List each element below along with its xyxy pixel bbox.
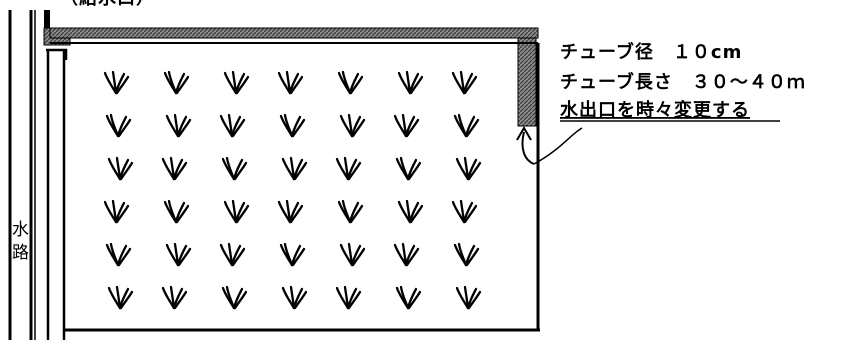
outlet-arrowhead — [516, 126, 532, 141]
callout-leader — [533, 127, 583, 165]
rice-plant — [337, 199, 364, 224]
inlet-label: （給水口） — [60, 0, 155, 9]
rice-plant — [219, 242, 246, 267]
rice-plant — [221, 285, 248, 310]
rice-plant — [165, 113, 192, 138]
rice-plant — [103, 70, 130, 95]
rice-plant — [455, 285, 482, 310]
rice-plant — [335, 156, 362, 181]
rice-plant — [107, 285, 134, 310]
outlet-change-label: 水出口を時々変更する — [560, 99, 750, 121]
rice-plant — [105, 242, 132, 267]
rice-plant — [397, 70, 424, 95]
tube-length-label: チューブ長さ ３０～４０ｍ — [560, 71, 806, 93]
rice-plant — [451, 70, 478, 95]
tube-top — [49, 27, 539, 39]
rice-plant — [161, 285, 188, 310]
tube-right — [517, 37, 537, 127]
rice-plant — [453, 242, 480, 267]
rice-plant — [453, 113, 480, 138]
rice-plant — [281, 156, 308, 181]
rice-plant — [277, 199, 304, 224]
rice-plant — [163, 70, 190, 95]
rice-plant — [339, 242, 366, 267]
rice-plant — [395, 285, 422, 310]
rice-plant — [335, 285, 362, 310]
rice-plant — [277, 70, 304, 95]
rice-plant — [279, 242, 306, 267]
rice-plant — [393, 113, 420, 138]
rice-plant — [455, 156, 482, 181]
rice-plant — [451, 199, 478, 224]
rice-plant — [281, 285, 308, 310]
channel-label-char-2: 路 — [12, 243, 29, 263]
tube-corner — [43, 27, 71, 46]
rice-plant — [165, 242, 192, 267]
rice-plant — [339, 113, 366, 138]
field-boundary — [46, 48, 68, 340]
tube-inlet — [44, 10, 50, 40]
rice-plant — [223, 70, 250, 95]
tube-diameter-label: チューブ径 １０cm — [560, 41, 742, 63]
rice-plant — [163, 199, 190, 224]
rice-plant — [105, 113, 132, 138]
rice-plants — [103, 70, 482, 310]
rice-plant — [161, 156, 188, 181]
rice-plant — [107, 156, 134, 181]
channel-label-char-1: 水 — [12, 220, 29, 240]
rice-plant — [397, 199, 424, 224]
outlet-arrow — [521, 131, 535, 165]
rice-plant — [221, 156, 248, 181]
rice-plant — [279, 113, 306, 138]
rice-plant — [395, 156, 422, 181]
rice-plant — [393, 242, 420, 267]
rice-plant — [337, 70, 364, 95]
rice-plant — [219, 113, 246, 138]
rice-plant — [103, 199, 130, 224]
rice-plant — [223, 199, 250, 224]
